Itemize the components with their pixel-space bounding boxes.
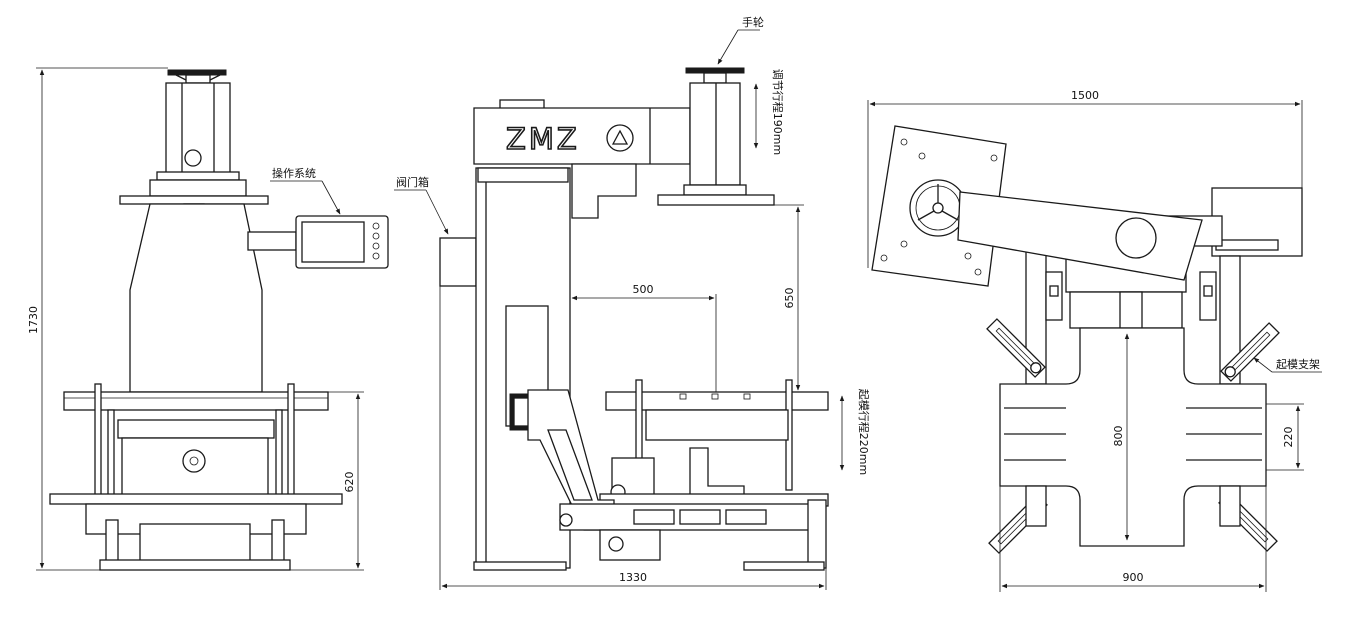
front-mold-port <box>182 449 206 473</box>
dim-front-base-height: 620 <box>343 472 356 493</box>
dim-top-depth: 900 <box>1123 571 1144 584</box>
front-main-body <box>129 203 263 393</box>
dim-side-clearance: 650 <box>783 288 796 309</box>
dim-top-span: 800 <box>1112 426 1125 447</box>
top-view: 1500 900 800 220 起模支架 <box>867 89 1322 592</box>
dim-side-length: 1330 <box>619 571 647 584</box>
side-top-platen <box>657 194 775 206</box>
label-operating-system: 操作系统 <box>272 166 316 180</box>
dim-top-pad: 220 <box>1282 427 1295 448</box>
side-column <box>689 82 741 186</box>
dim-front-height: 1730 <box>27 306 40 334</box>
dim-side-reach: 500 <box>633 283 654 296</box>
side-handwheel <box>685 67 745 84</box>
side-base <box>743 561 825 571</box>
side-view: ZMZ 调节行程190mm 起模行程220mm <box>394 15 870 590</box>
valve-box <box>439 237 477 287</box>
label-lift-stroke: 起模行程220mm <box>857 389 870 475</box>
front-base <box>99 559 291 571</box>
top-table <box>999 327 1267 547</box>
front-column-knob <box>184 149 202 167</box>
front-handwheel <box>167 69 227 84</box>
label-lift-bracket: 起模支架 <box>1276 358 1320 371</box>
front-table <box>63 391 329 411</box>
front-top-plate <box>119 195 269 205</box>
label-adjust-stroke: 调节行程190mm <box>771 69 784 155</box>
control-panel <box>295 215 389 269</box>
brand-logo: ZMZ <box>506 122 580 156</box>
label-handwheel: 手轮 <box>742 15 764 29</box>
front-view: 1730 620 操作系统 <box>27 67 389 571</box>
dim-top-width: 1500 <box>1071 89 1099 102</box>
label-valve-box: 阀门箱 <box>396 175 429 189</box>
